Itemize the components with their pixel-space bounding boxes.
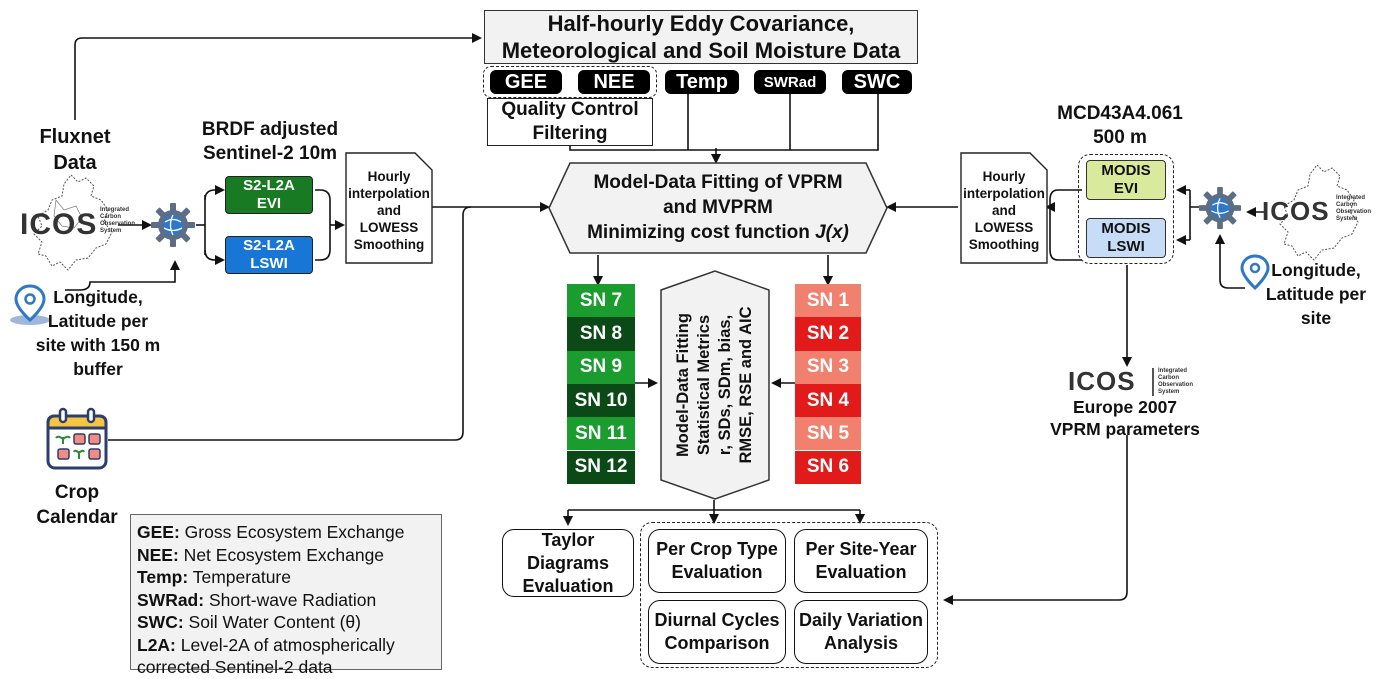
icos-logo-left: ICOS xyxy=(20,208,98,241)
legend-term: SWRad: xyxy=(137,589,205,610)
legend-description: Short-wave Radiation xyxy=(204,589,377,610)
per-crop-type-box: Per Crop Type Evaluation xyxy=(648,529,786,593)
diurnal-cycles-box: Diurnal Cycles Comparison xyxy=(648,600,786,664)
legend-row: NEE: Net Ecosystem Exchange xyxy=(137,544,435,567)
taylor-diagrams-box: Taylor Diagrams Evaluation xyxy=(502,529,634,597)
icos-logo-europe: ICOS xyxy=(1068,366,1136,396)
qc-line2: Filtering xyxy=(532,123,608,144)
quality-control-box: Quality Control Filtering xyxy=(487,98,653,146)
legend-term: GEE: xyxy=(137,522,180,542)
legend-description: Net Ecosystem Exchange xyxy=(178,544,385,565)
modis-evi-box: MODIS EVI xyxy=(1086,160,1166,200)
sn-right-item-5: SN 5 xyxy=(795,417,861,451)
sn-left-item-1: SN 7 xyxy=(567,284,635,318)
header-line2: Meteorological and Soil Moisture Data xyxy=(501,38,901,63)
header-line1: Half-hourly Eddy Covariance, xyxy=(547,11,855,36)
s2-lswi-box: S2-L2A LSWI xyxy=(225,236,313,274)
gee-variable: GEE xyxy=(490,70,562,94)
sn-right-item-4: SN 4 xyxy=(795,383,861,418)
location-label-left: Longitude, Latitude per site with 150 m … xyxy=(35,287,161,379)
legend-term: Temp: xyxy=(137,567,189,587)
hourly-interpolation-right: Hourly interpolation and LOWESS Smoothin… xyxy=(960,152,1048,264)
data-source-header: Half-hourly Eddy Covariance, Meteorologi… xyxy=(484,10,918,64)
statistical-metrics-box: Model-Data Fitting Statistical Metrics r… xyxy=(660,270,770,500)
gear-globe-icon-left xyxy=(150,202,196,248)
modis-group xyxy=(1078,154,1174,264)
location-pin-icon-right xyxy=(1238,254,1272,292)
legend-row: SWC: Soil Water Content (θ) xyxy=(137,611,435,634)
sn-left-item-2: SN 8 xyxy=(567,317,635,351)
calendar-icon xyxy=(44,406,110,472)
per-site-year-box: Per Site-Year Evaluation xyxy=(794,529,928,593)
location-label-right: Longitude, Latitude per site xyxy=(1265,260,1367,328)
icos-tagline-europe: Integrated Carbon Observation System xyxy=(1158,368,1194,395)
sn-right-item-6: SN 6 xyxy=(795,450,861,484)
legend-term: SWC: xyxy=(137,612,184,632)
icos-tagline-right: Integrated Carbon Observation System xyxy=(1336,195,1372,222)
legend-row: corrected Sentinel-2 data xyxy=(137,656,435,679)
legend-row: SWRad: Short-wave Radiation xyxy=(137,589,435,612)
nee-variable: NEE xyxy=(578,70,650,94)
s2-evi-box: S2-L2A EVI xyxy=(225,176,313,214)
crop-calendar-label: Crop Calendar xyxy=(36,482,118,528)
sn-left-item-3: SN 9 xyxy=(567,350,635,384)
swc-variable: SWC xyxy=(842,70,912,94)
legend-description: Gross Ecosystem Exchange xyxy=(179,522,405,542)
icos-map-left xyxy=(16,170,126,280)
legend-description: corrected Sentinel-2 data xyxy=(137,657,333,677)
hourly-interpolation-left: Hourly interpolation and LOWESS Smoothin… xyxy=(345,152,433,264)
legend-description: Temperature xyxy=(188,567,291,587)
sn-left-item-4: SN 10 xyxy=(567,383,635,418)
sn-left-item-5: SN 11 xyxy=(567,417,635,451)
evaluation-group xyxy=(640,522,938,668)
daily-variation-box: Daily Variation Analysis xyxy=(794,600,928,664)
legend-term: NEE: xyxy=(137,544,179,565)
brdf-label: BRDF adjusted Sentinel-2 10m xyxy=(201,119,339,164)
qc-line1: Quality Control xyxy=(501,99,639,120)
europe-map-icon-right xyxy=(1279,164,1359,261)
icos-map-right xyxy=(1262,160,1372,270)
legend-row: Temp: Temperature xyxy=(137,566,435,589)
legend-term: L2A: xyxy=(137,634,176,655)
europe-map-icon xyxy=(33,174,113,271)
modis-lswi-box: MODIS LSWI xyxy=(1086,218,1166,258)
icos-logo-right: ICOS xyxy=(1262,196,1330,226)
fluxnet-label: Fluxnet Data xyxy=(39,126,111,174)
temp-variable: Temp xyxy=(665,70,739,94)
swrad-variable: SWRad xyxy=(754,70,826,94)
icos-europe-divider xyxy=(1152,368,1154,396)
legend-description: Level-2A of atmospherically xyxy=(175,634,395,655)
icos-tagline-left: Integrated Carbon Observation System xyxy=(100,207,136,234)
location-pin-icon-left xyxy=(8,284,52,326)
legend-description: Soil Water Content (θ) xyxy=(183,612,361,632)
legend-row: L2A: Level-2A of atmospherically xyxy=(137,634,435,657)
gear-globe-icon-right xyxy=(1198,186,1242,230)
legend-row: GEE: Gross Ecosystem Exchange xyxy=(137,521,435,544)
model-fitting-box: Model-Data Fitting of VPRM and MVPRM Min… xyxy=(548,162,888,254)
sn-left-item-6: SN 12 xyxy=(567,450,635,484)
sn-right-item-2: SN 2 xyxy=(795,317,861,351)
sn-right-item-3: SN 3 xyxy=(795,350,861,384)
sn-right-item-1: SN 1 xyxy=(795,284,861,318)
icos-europe-label: Europe 2007 VPRM parameters xyxy=(1050,397,1200,439)
mcd43a4-label: MCD43A4.061 500 m xyxy=(1057,103,1183,148)
flux-variables-group xyxy=(483,66,657,98)
